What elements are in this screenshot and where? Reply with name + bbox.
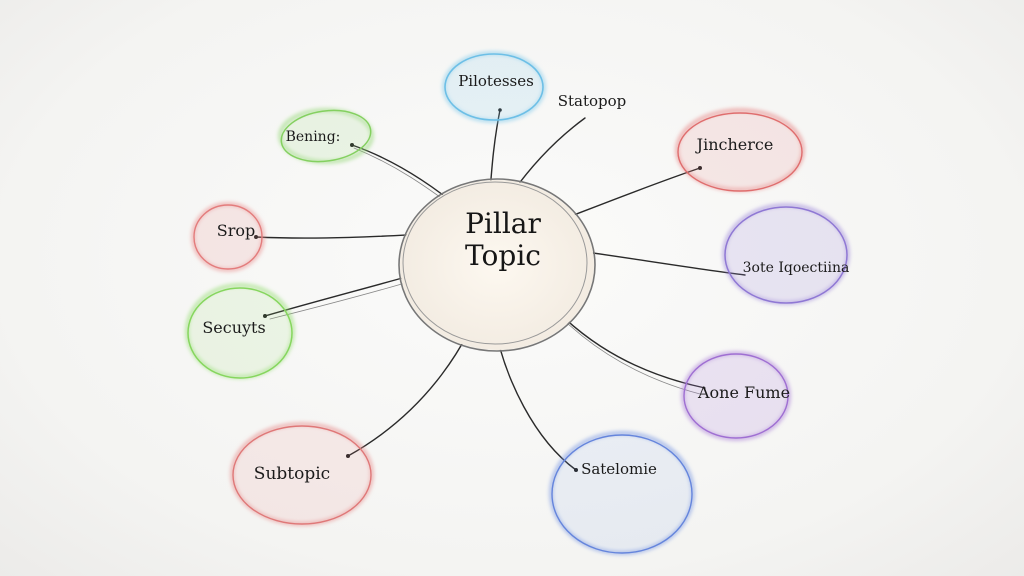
node-lower-left[interactable]: Secuyts bbox=[186, 284, 294, 379]
center-label-line1: Pillar bbox=[465, 207, 541, 240]
node-right[interactable]: 3ote Iqoectiina bbox=[723, 204, 850, 304]
center-node[interactable]: Pillar Topic bbox=[398, 178, 596, 352]
node-left-label: Srop bbox=[217, 221, 255, 240]
node-top-right-label: Statopop bbox=[558, 92, 627, 110]
node-upper-left[interactable]: Bening: bbox=[278, 105, 374, 167]
node-right-upper-label: Jincherce bbox=[695, 135, 774, 154]
node-right-label: 3ote Iqoectiina bbox=[743, 260, 850, 276]
center-label-line2: Topic bbox=[465, 239, 541, 272]
center-outline bbox=[398, 178, 596, 352]
node-bottom-right-label: Satelomie bbox=[581, 460, 657, 478]
connector-right bbox=[571, 249, 746, 276]
node-top[interactable]: Pilotesses bbox=[443, 52, 545, 122]
node-lower-left-label: Secuyts bbox=[202, 318, 265, 337]
node-right-lower-label: Aone Fume bbox=[697, 383, 790, 402]
node-top-label: Pilotesses bbox=[458, 72, 534, 90]
node-right-lower[interactable]: Aone Fume bbox=[682, 352, 790, 440]
center-outline-inner bbox=[402, 181, 588, 345]
node-right-upper[interactable]: Jincherce bbox=[676, 109, 804, 192]
node-bottom-right[interactable]: Satelomie bbox=[550, 432, 694, 554]
node-left[interactable]: Srop bbox=[192, 203, 264, 271]
node-bottom-left[interactable]: Subtopic bbox=[231, 423, 373, 525]
node-upper-left-label: Bening: bbox=[286, 129, 341, 145]
node-top-right[interactable]: Statopop bbox=[558, 92, 627, 110]
node-bottom-left-label: Subtopic bbox=[254, 464, 330, 484]
